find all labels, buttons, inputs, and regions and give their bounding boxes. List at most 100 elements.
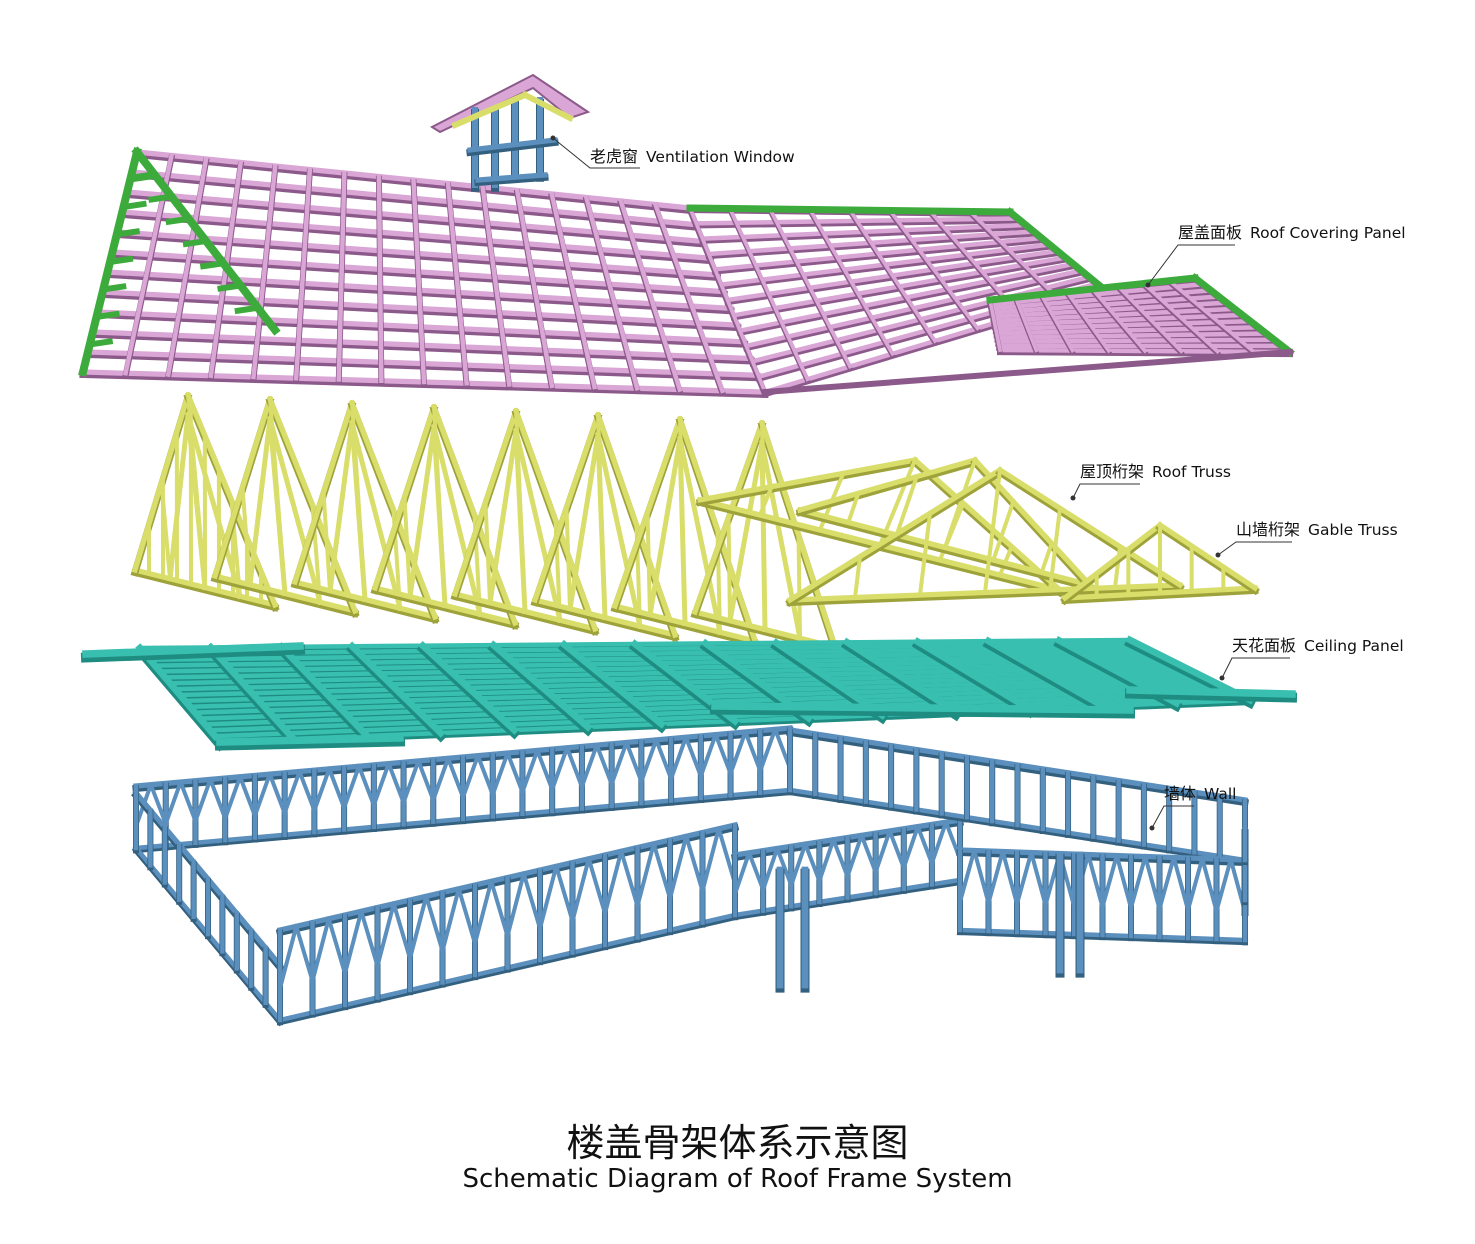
roof-rafter bbox=[411, 177, 427, 385]
truss-web bbox=[982, 467, 1003, 595]
dormer-sill bbox=[467, 137, 558, 153]
wall-web bbox=[1199, 856, 1219, 914]
roof-rafter bbox=[967, 208, 1066, 306]
leader-line bbox=[1072, 483, 1140, 499]
label-cn: 天花面板 bbox=[1232, 636, 1297, 655]
wall-web bbox=[423, 893, 445, 954]
wall-web bbox=[341, 763, 362, 811]
wall-web bbox=[222, 774, 243, 821]
truss-rafter bbox=[971, 456, 1094, 589]
wall-web bbox=[757, 726, 778, 774]
wall-web bbox=[564, 745, 585, 790]
wall-web bbox=[534, 747, 555, 792]
gable-edge bbox=[1005, 207, 1110, 295]
roof-rafter bbox=[652, 201, 726, 394]
wall-web bbox=[430, 755, 451, 803]
wall-web bbox=[816, 837, 836, 884]
truss-web bbox=[240, 485, 253, 587]
wall-web bbox=[1142, 854, 1162, 912]
truss-web bbox=[757, 484, 775, 518]
wall-web bbox=[326, 916, 348, 976]
wall-web bbox=[375, 901, 397, 969]
label-en: Gable Truss bbox=[1308, 521, 1398, 539]
truss-web bbox=[512, 427, 564, 624]
roof-rafter bbox=[687, 205, 768, 395]
wall-web bbox=[618, 848, 640, 909]
leader-dot bbox=[1070, 495, 1076, 501]
wall-web bbox=[445, 755, 466, 800]
label-cn: 山墙桁架 bbox=[1236, 520, 1301, 539]
ceiling-beam bbox=[913, 637, 1034, 714]
wall-web bbox=[521, 871, 543, 931]
truss-rafter bbox=[1156, 521, 1259, 592]
roof-rafter bbox=[549, 191, 598, 390]
label-en: Ventilation Window bbox=[646, 148, 795, 166]
ceiling-beam bbox=[983, 636, 1108, 711]
label-cn: 墙体 bbox=[1164, 784, 1197, 803]
wall-web bbox=[788, 841, 808, 888]
roof-rafter bbox=[1038, 291, 1076, 354]
wall-web bbox=[667, 833, 689, 901]
wall-web bbox=[609, 739, 630, 787]
wall-web bbox=[407, 893, 429, 961]
truss-web bbox=[647, 436, 683, 618]
gable-rung bbox=[106, 255, 134, 266]
wall-web bbox=[830, 837, 851, 880]
truss-web bbox=[1039, 540, 1055, 576]
gable-rung bbox=[120, 200, 147, 211]
truss-web bbox=[677, 436, 723, 636]
label-en: Roof Covering Panel bbox=[1250, 224, 1406, 242]
wall-web bbox=[915, 823, 935, 866]
roof-rafter bbox=[583, 194, 640, 392]
wall-web bbox=[1185, 856, 1205, 913]
roof-rafter bbox=[1064, 289, 1112, 354]
truss-web bbox=[407, 424, 437, 600]
wall-web bbox=[1128, 854, 1148, 911]
gable-rung bbox=[234, 304, 262, 315]
roof-rafter bbox=[767, 206, 853, 370]
truss-web bbox=[852, 554, 863, 600]
truss-web bbox=[796, 532, 803, 641]
leader-dot bbox=[1149, 825, 1155, 831]
gable-rung bbox=[113, 228, 141, 238]
ceiling-beam bbox=[135, 643, 225, 747]
truss-web bbox=[483, 500, 493, 605]
truss-web bbox=[942, 457, 978, 551]
ceiling-extension bbox=[1126, 686, 1296, 698]
wall-web bbox=[400, 758, 421, 806]
gable-edge bbox=[986, 274, 1199, 304]
truss-web bbox=[727, 440, 765, 624]
leader-line bbox=[1151, 805, 1194, 829]
wall-web bbox=[505, 871, 527, 939]
wall-web bbox=[579, 742, 600, 790]
roof-rafter bbox=[727, 206, 810, 382]
wall-web bbox=[311, 766, 332, 814]
label-en: Ceiling Panel bbox=[1304, 637, 1404, 655]
label-gable-truss: 山墙桁架 Gable Truss bbox=[1236, 520, 1398, 540]
wall-web bbox=[252, 771, 273, 819]
wall-web bbox=[760, 845, 780, 893]
wall-web bbox=[623, 739, 644, 785]
wall-web bbox=[1157, 855, 1177, 912]
ceiling-beam bbox=[347, 641, 446, 738]
wall-layer bbox=[131, 725, 1249, 1027]
wall-web bbox=[391, 901, 413, 961]
ceiling-beam bbox=[559, 639, 667, 729]
wall-web bbox=[310, 916, 332, 984]
truss-rafter bbox=[696, 456, 919, 504]
wall-web bbox=[488, 878, 510, 939]
wall-web bbox=[277, 923, 299, 991]
ceiling-edge bbox=[216, 734, 404, 746]
wall-web bbox=[971, 848, 991, 906]
wall-web bbox=[802, 841, 822, 884]
wall-web bbox=[1171, 855, 1191, 913]
wall-web bbox=[358, 908, 380, 969]
truss-web bbox=[645, 510, 653, 617]
ceiling-extension bbox=[82, 642, 304, 658]
wall-web bbox=[1014, 850, 1034, 907]
roof-rafter bbox=[336, 170, 347, 382]
truss-web bbox=[759, 440, 803, 642]
